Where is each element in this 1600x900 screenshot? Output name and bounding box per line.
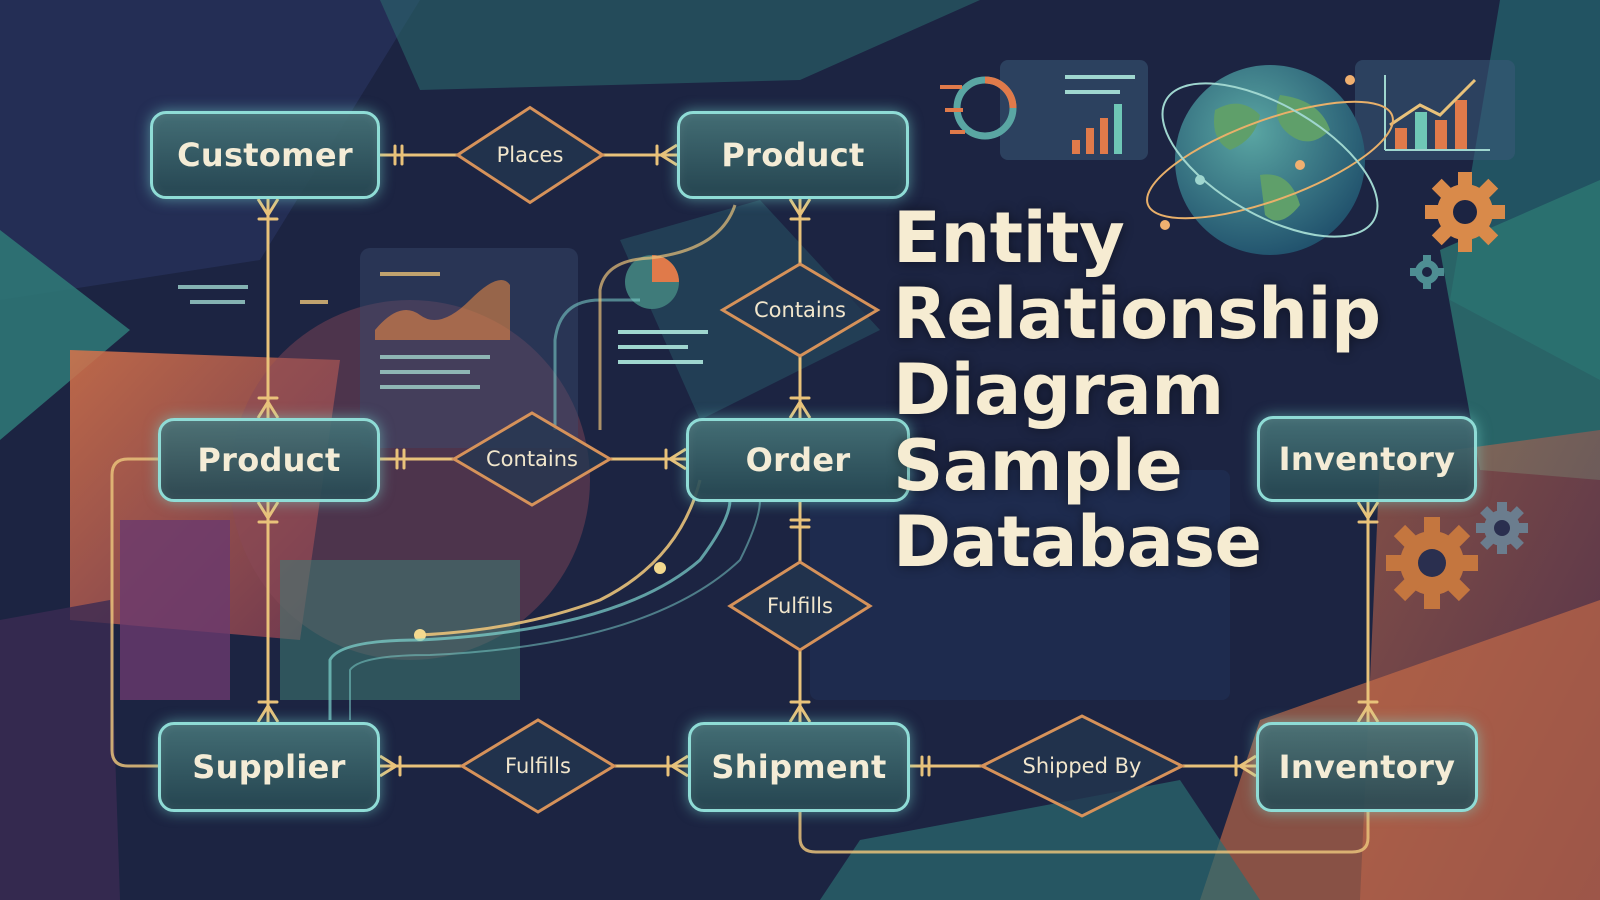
relationship-fulfills-horizontal[interactable]: Fulfills [505,754,571,778]
entity-product-mid[interactable]: Product [158,418,380,502]
diamond-places [454,105,606,205]
crow-order-top [788,399,812,419]
crow-order [667,447,687,471]
crow-supplier-top [256,703,280,723]
relationship-contains-vertical[interactable]: Contains [753,298,847,322]
title-line-3: Diagram [893,349,1224,431]
crow-inventory-bottom-top [1356,703,1380,723]
diamond-fulfills-vertical [727,560,873,652]
diagram-title: Entity Relationship Diagram Sample Datab… [893,200,1381,580]
pie-chart-icon [618,255,708,364]
gauge-icon [940,76,1017,140]
crow-customer-bottom [256,198,280,218]
title-line-5: Database [893,501,1262,583]
title-line-2: Relationship [893,273,1381,355]
entity-product-top[interactable]: Product [677,111,909,199]
diamond-contains-horizontal [451,411,613,507]
relationship-contains-horizontal[interactable]: Contains [485,447,579,471]
title-line-1: Entity [893,197,1125,279]
crow-supplier [379,754,399,778]
globe-icon [1146,65,1394,255]
relationship-fulfills-vertical[interactable]: Fulfills [767,594,833,618]
entity-order[interactable]: Order [686,418,910,502]
crow-product-mid-bottom [256,501,280,521]
wrap-product-supplier [110,457,158,768]
crow-product-top-bottom [788,198,812,218]
crow-inventory-bottom [1237,754,1257,778]
diamond-fulfills-horizontal [459,718,617,814]
diamond-contains-vertical [719,262,881,358]
relationship-shipped-by[interactable]: Shipped By [1022,754,1142,778]
title-line-4: Sample [893,425,1183,507]
diamond-shipped-by [978,714,1186,818]
entity-supplier[interactable]: Supplier [158,722,380,812]
entity-customer[interactable]: Customer [150,111,380,199]
relationship-places[interactable]: Places [496,143,564,167]
crow-inventory-mid [1356,501,1380,521]
entity-inventory-mid[interactable]: Inventory [1257,416,1477,502]
bar-chart-icon [1000,60,1515,160]
crow-shipment [669,754,689,778]
gear-icon [1386,172,1528,609]
entity-inventory-bottom[interactable]: Inventory [1256,722,1478,812]
crow-product-top [658,143,678,167]
entity-shipment[interactable]: Shipment [688,722,910,812]
crow-shipment-top [788,703,812,723]
dashboard-icon [178,248,578,448]
wrap-shipment-inventory [798,812,1370,854]
crow-product-mid-top [256,399,280,419]
